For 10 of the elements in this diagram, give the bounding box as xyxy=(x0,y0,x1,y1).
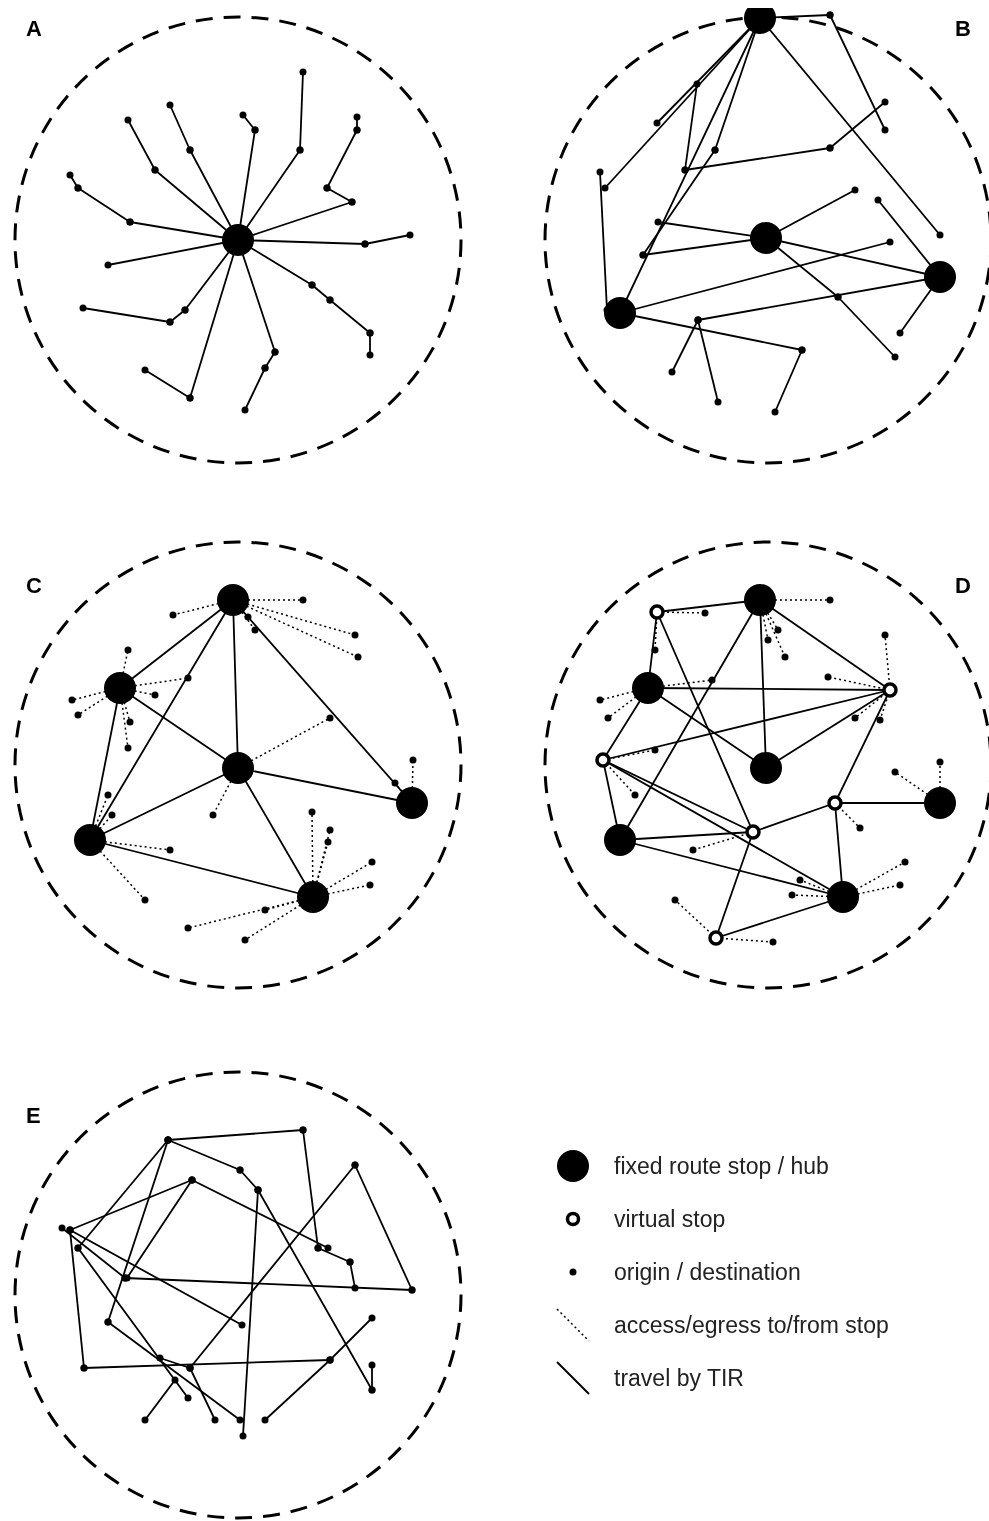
legend-label: virtual stop xyxy=(614,1204,726,1234)
legend-label: origin / destination xyxy=(614,1257,801,1287)
panel-letter: B xyxy=(955,18,971,40)
legend-label: access/egress to/from stop xyxy=(614,1310,889,1340)
panel-letter: A xyxy=(26,18,42,40)
legend-label: travel by TIR xyxy=(614,1363,744,1393)
legend-label: fixed route stop / hub xyxy=(614,1151,829,1181)
panel-letter: D xyxy=(955,575,971,597)
panel-letter: C xyxy=(26,575,42,597)
panel-letter: E xyxy=(26,1105,41,1127)
